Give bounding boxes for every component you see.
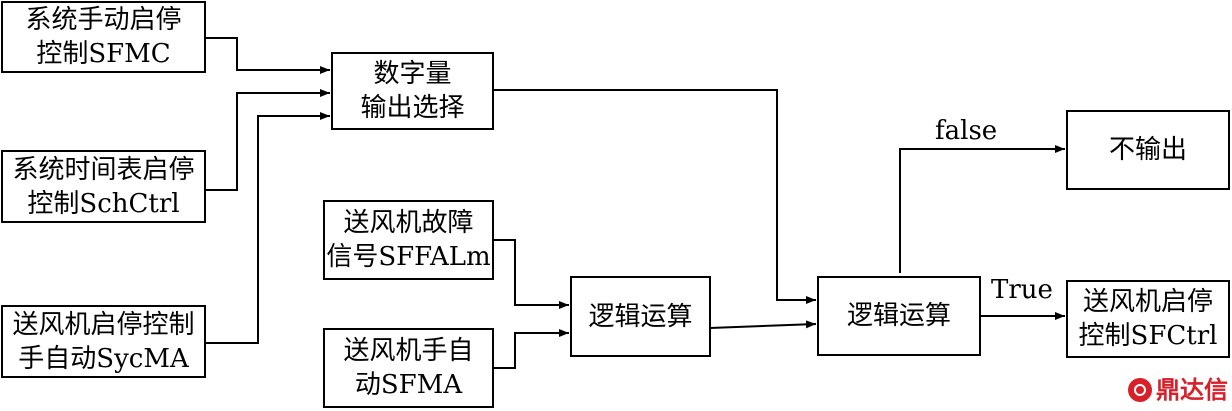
edge-schedule-to-select [205,89,330,191]
edge-logic1-to-logic2 [709,320,817,329]
node-no-output: 不输出 [1066,110,1230,190]
node-label-line: 控制SFCtrl [1078,321,1218,351]
node-label-line: 控制SFMC [36,39,171,69]
edge-fanma-to-logic1 [493,329,569,369]
node-digital-output-select: 数字量 输出选择 [331,52,494,130]
node-label-line: 逻辑运算 [588,301,693,332]
node-label-line: 数字量 [373,59,452,89]
node-logic-operation-1: 逻辑运算 [570,276,711,357]
node-label-line: 动SFMA [354,370,463,400]
edge-label-true: True [991,275,1053,305]
edge-select-to-logic2 [493,89,816,304]
node-label-line: 手自动SycMA [18,343,189,374]
node-label-line: 控制SchCtrl [27,188,180,219]
edge-label-false: false [935,116,998,146]
edge-fault-to-logic1 [493,239,569,309]
logo-text: 鼎达信 [1156,376,1228,404]
node-label-line: 送风机故障 [343,208,474,238]
node-label-line: 送风机手自 [343,336,474,366]
node-label-line: 送风机启停控制 [12,309,195,340]
node-label-line: 系统手动启停 [25,5,182,35]
edge-logic2-false-to-noout [899,145,1065,273]
watermark-logo: 鼎达信 [1128,376,1228,404]
edge-manual-to-select [205,37,330,74]
node-label-line: 不输出 [1108,135,1187,165]
node-auto-manual-mode: 送风机启停控制 手自动SycMA [1,305,206,378]
node-logic-operation-2: 逻辑运算 [817,276,981,356]
node-label-line: 送风机启停 [1082,287,1213,317]
node-label-line: 输出选择 [360,93,465,123]
node-label-line: 信号SFFALm [326,242,491,272]
node-manual-control: 系统手动启停 控制SFMC [1,1,206,73]
edge-auto-to-select [205,112,330,344]
node-fan-fault-signal: 送风机故障 信号SFFALm [323,200,494,280]
logo-icon [1128,378,1152,402]
node-label-line: 系统时间表启停 [12,154,195,185]
node-label-line: 逻辑运算 [846,301,951,331]
node-schedule-control: 系统时间表启停 控制SchCtrl [1,150,206,223]
node-fan-manual-auto: 送风机手自 动SFMA [323,328,494,408]
node-fan-start-stop-output: 送风机启停 控制SFCtrl [1066,280,1230,358]
